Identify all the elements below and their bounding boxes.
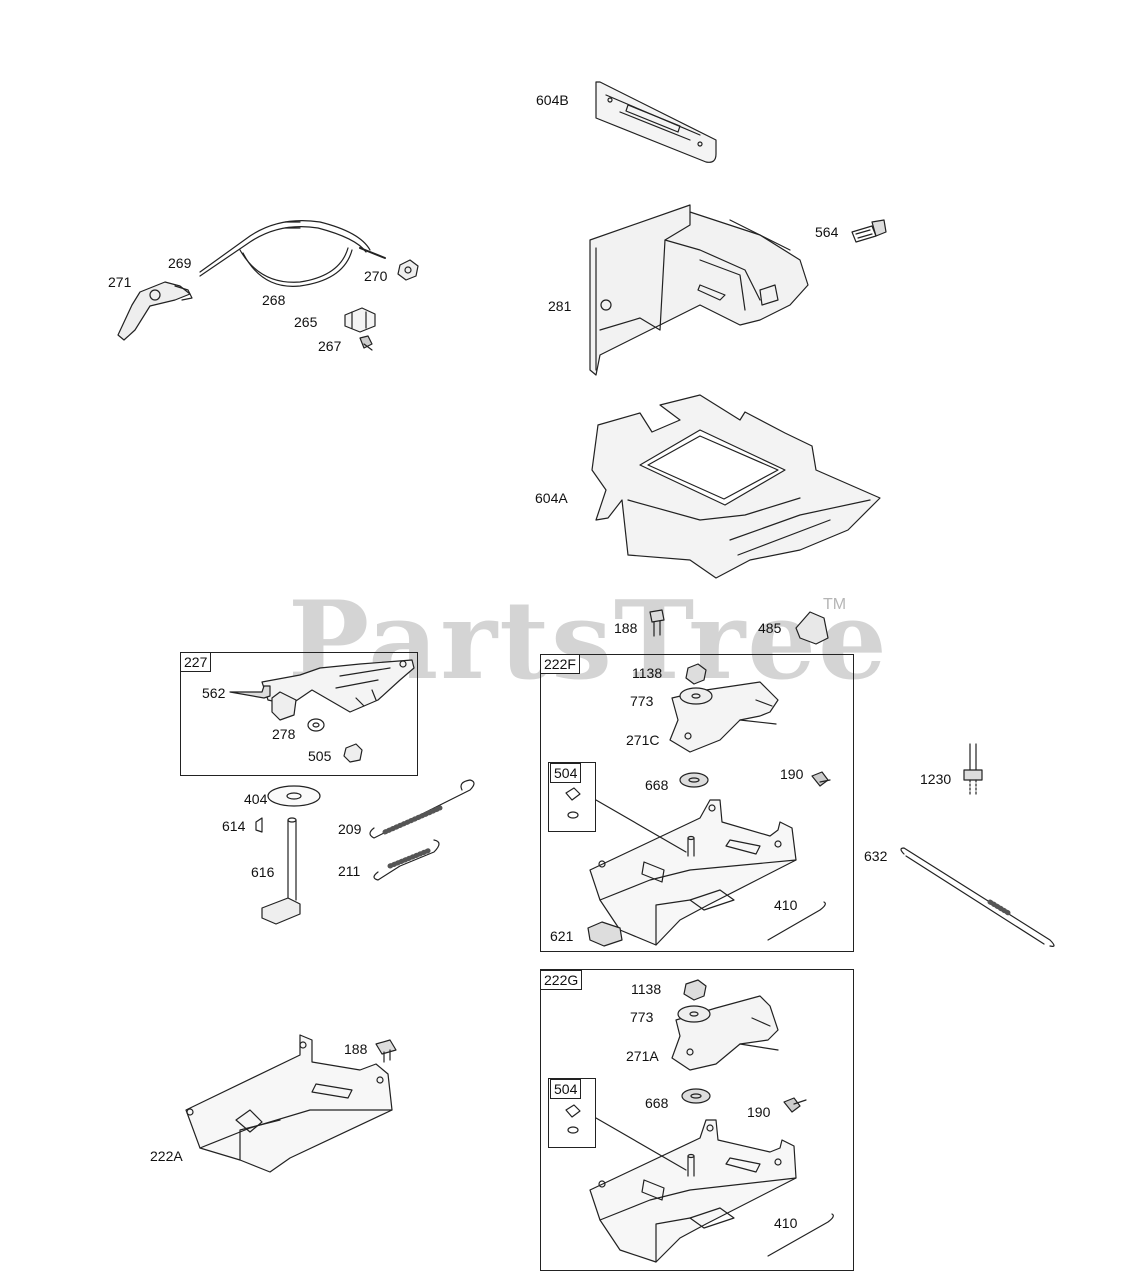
callout-268: 268 <box>262 292 286 308</box>
part-604b-plate <box>596 82 716 162</box>
group-227-frame <box>180 652 418 776</box>
part-281-shroud <box>590 205 808 375</box>
part-773-washer-top <box>680 688 712 704</box>
callout-404: 404 <box>244 791 268 807</box>
callout-668-lower: 668 <box>645 1095 669 1111</box>
callout-485: 485 <box>758 620 782 636</box>
callout-1230: 1230 <box>920 771 952 787</box>
part-222f-pin <box>688 837 694 857</box>
part-190-screw-top <box>812 772 830 786</box>
group-504-frame-lower <box>548 1078 596 1148</box>
part-668-bushing-lower <box>682 1089 710 1103</box>
callout-222a: 222A <box>150 1148 183 1164</box>
part-504-detail-lower <box>566 1105 686 1170</box>
callout-271: 271 <box>108 274 132 290</box>
part-1138-nut-lower <box>684 980 706 1000</box>
group-tag-504-lower: 504 <box>550 1079 582 1099</box>
part-267-screw <box>360 336 372 350</box>
part-410-link-top <box>768 902 825 940</box>
part-190-screw-lower <box>784 1098 806 1112</box>
callout-269: 269 <box>168 255 192 271</box>
callout-632: 632 <box>864 848 888 864</box>
callout-564: 564 <box>815 224 839 240</box>
part-616-shaft <box>262 818 300 924</box>
part-632-link <box>901 848 1054 946</box>
group-504-frame-top <box>548 762 596 832</box>
group-222f-frame <box>540 654 854 952</box>
callout-265: 265 <box>294 314 318 330</box>
group-tag-222g: 222G <box>540 970 583 990</box>
part-209-spring <box>370 780 474 838</box>
part-278-washer <box>308 719 324 731</box>
part-668-bushing-top <box>680 773 708 787</box>
callout-271c: 271C <box>626 732 660 748</box>
callout-270: 270 <box>364 268 388 284</box>
part-773-washer-lower <box>678 1006 710 1022</box>
watermark-trademark: TM <box>823 596 847 613</box>
callout-1138-lower: 1138 <box>631 981 662 997</box>
group-222g-frame <box>540 969 854 1271</box>
part-621-clip <box>588 922 622 946</box>
callout-278: 278 <box>272 726 296 742</box>
part-268-cable <box>200 221 385 287</box>
callout-410-top: 410 <box>774 897 798 913</box>
part-227-bracket-assembly <box>230 660 414 720</box>
callout-281: 281 <box>548 298 572 314</box>
part-222g-pin <box>688 1155 694 1177</box>
part-265-clip <box>345 308 375 332</box>
callout-410-lower: 410 <box>774 1215 798 1231</box>
part-270-nut <box>398 260 418 280</box>
part-1138-nut-top <box>686 664 706 684</box>
callout-505: 505 <box>308 748 332 764</box>
callout-773-lower: 773 <box>630 1009 654 1025</box>
callout-616: 616 <box>251 864 275 880</box>
group-tag-504-top: 504 <box>550 763 582 783</box>
callout-267: 267 <box>318 338 342 354</box>
part-504-detail-top <box>566 788 686 852</box>
part-614-pin <box>256 818 262 832</box>
callout-188-top: 188 <box>614 620 638 636</box>
part-211-spring <box>374 840 439 880</box>
part-188-screw-lower <box>376 1040 396 1062</box>
callout-604b: 604B <box>536 92 569 108</box>
part-222f-base-plate <box>590 800 796 945</box>
part-222g-base-plate <box>590 1120 796 1262</box>
part-410-link-lower <box>768 1214 833 1256</box>
callout-668-top: 668 <box>645 777 669 793</box>
group-tag-227: 227 <box>180 652 212 672</box>
part-404-washer <box>268 786 320 806</box>
callout-209: 209 <box>338 821 362 837</box>
part-564-bolt <box>852 220 886 242</box>
callout-190-top: 190 <box>780 766 804 782</box>
part-222a-base-plate <box>186 1035 392 1172</box>
callout-614: 614 <box>222 818 246 834</box>
callout-190-lower: 190 <box>747 1104 771 1120</box>
callout-562: 562 <box>202 685 226 701</box>
part-188-screw <box>650 610 664 636</box>
part-505-nut <box>344 744 362 762</box>
part-485-clip <box>796 612 828 644</box>
callout-621: 621 <box>550 928 574 944</box>
callout-188-lower: 188 <box>344 1041 368 1057</box>
callout-211: 211 <box>338 863 361 879</box>
group-tag-222f: 222F <box>540 654 580 674</box>
part-271-bracket <box>118 282 192 340</box>
callout-271a: 271A <box>626 1048 659 1064</box>
callout-1138-top: 1138 <box>632 665 663 681</box>
callout-604a: 604A <box>535 490 568 506</box>
callout-773-top: 773 <box>630 693 654 709</box>
part-604a-cover <box>592 395 880 578</box>
part-1230-stud <box>964 744 982 796</box>
